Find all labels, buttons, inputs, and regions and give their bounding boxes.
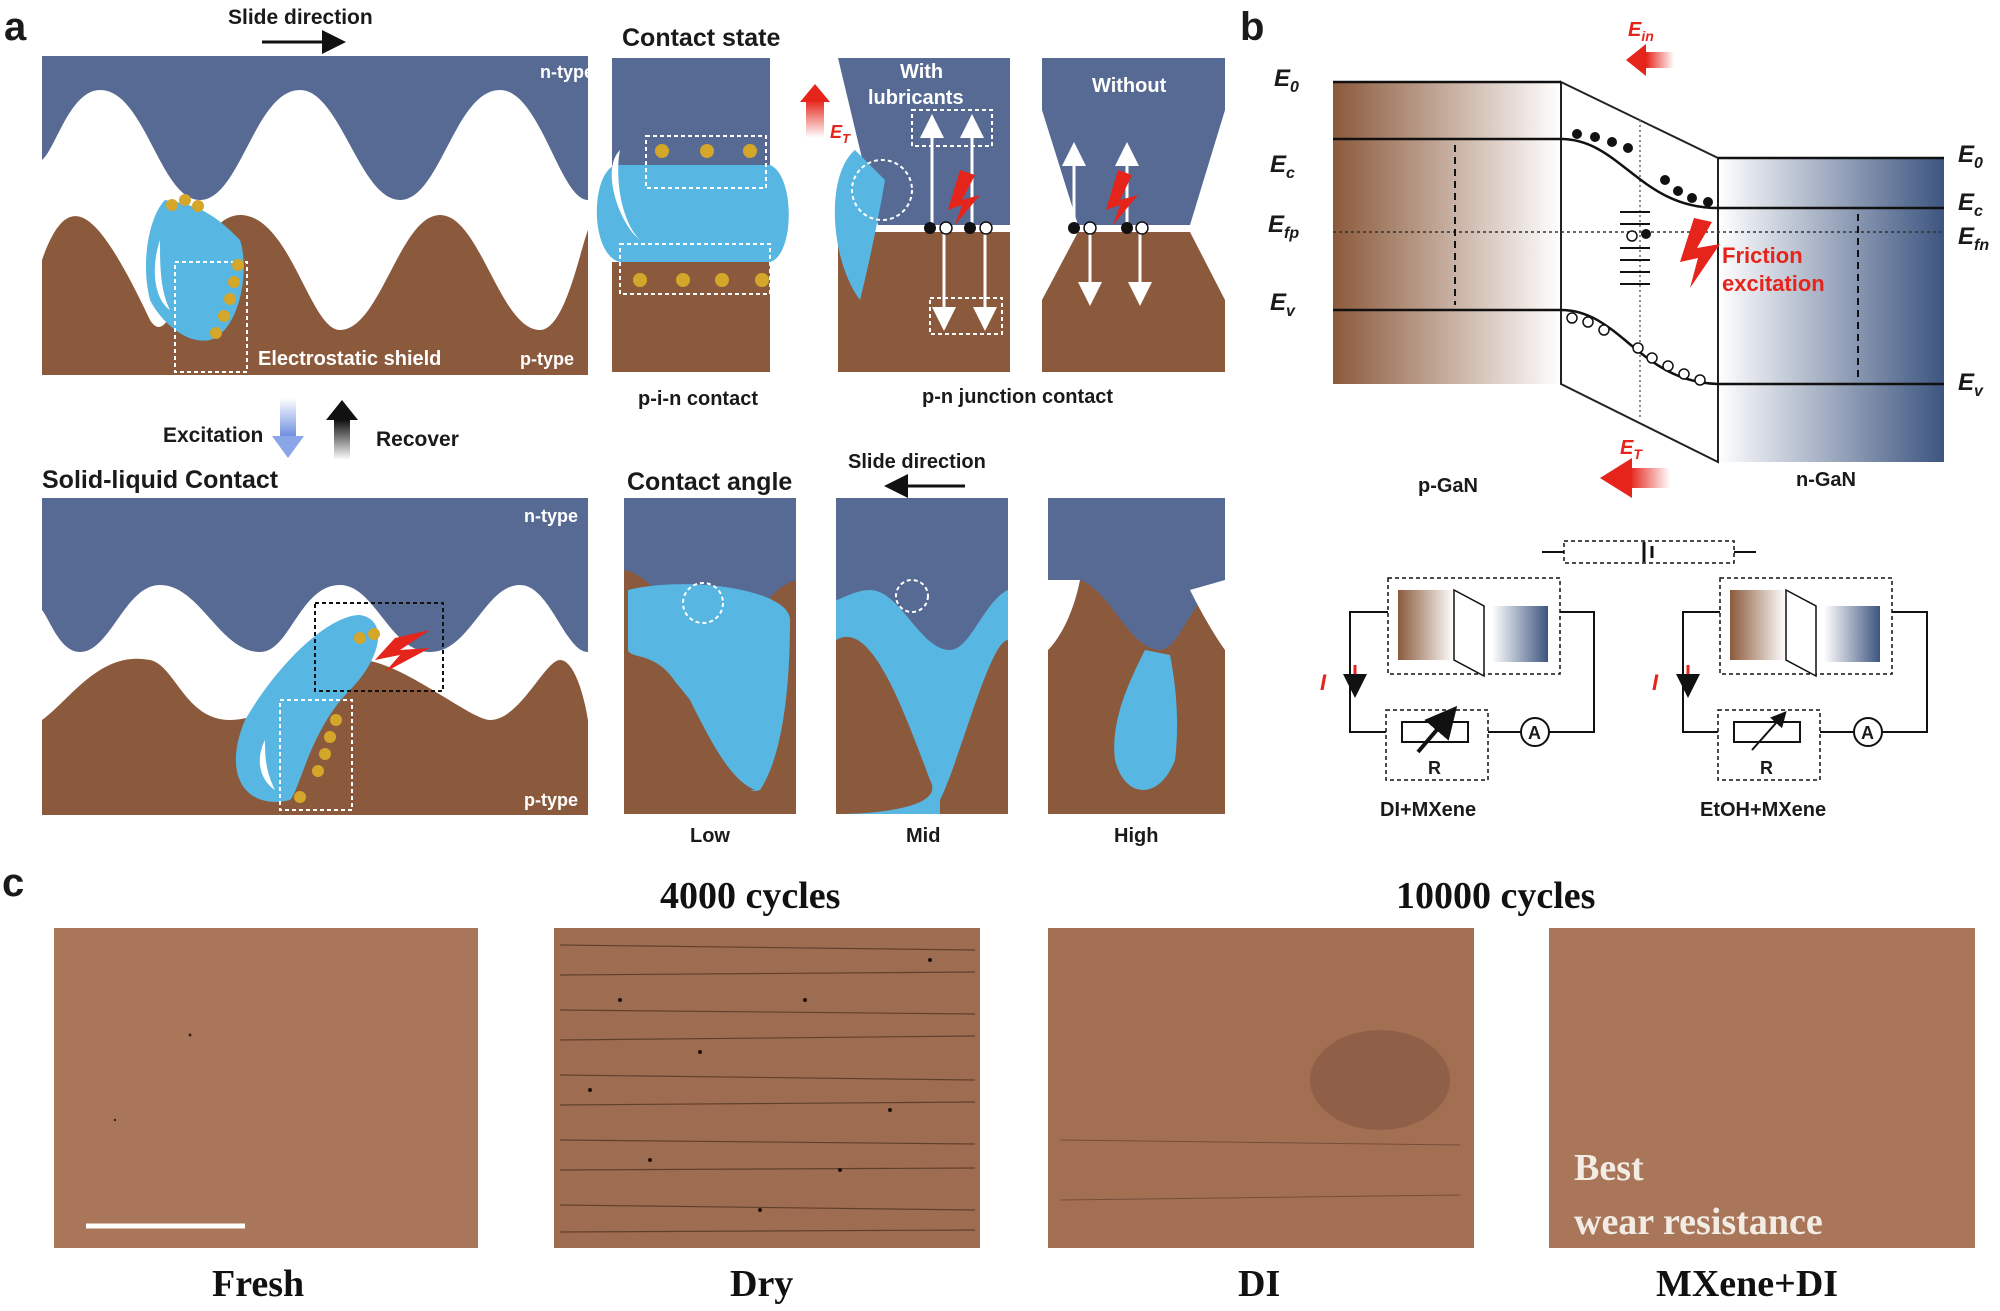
ein-arrow-head bbox=[1626, 44, 1646, 76]
ein-arrow-shaft bbox=[1646, 52, 1674, 68]
n-gan-block bbox=[1718, 158, 1944, 462]
excitation-arrow-head bbox=[272, 436, 304, 458]
panel-a: a Slide direction n-type Electrostatic s… bbox=[4, 5, 1225, 847]
micrograph-di: DI bbox=[1048, 928, 1474, 1305]
excitation-label: Excitation bbox=[163, 424, 263, 447]
panel-b: b Ein bbox=[1240, 5, 1989, 821]
recover-arrow-head bbox=[326, 400, 358, 420]
with-lubricants-1: With bbox=[900, 61, 943, 83]
excitation-arrow-shaft bbox=[280, 398, 296, 436]
ev-left: Ev bbox=[1270, 289, 1296, 320]
resistor-right: R bbox=[1760, 758, 1773, 778]
current-right: I bbox=[1652, 670, 1659, 695]
with-lubricants-2: lubricants bbox=[868, 87, 964, 109]
et-arrow-head bbox=[800, 84, 830, 102]
fresh-label: Fresh bbox=[212, 1263, 304, 1305]
high-label: High bbox=[1114, 825, 1158, 847]
solid-liquid-title: Solid-liquid Contact bbox=[42, 466, 279, 494]
friction-bolt bbox=[1680, 218, 1720, 288]
et-arrow-shaft bbox=[806, 100, 824, 138]
p-type-lower-wave bbox=[42, 215, 588, 375]
p-gan-label: p-GaN bbox=[1418, 475, 1478, 497]
micrograph-fresh: Fresh bbox=[54, 928, 478, 1305]
contact-angle-title: Contact angle bbox=[627, 468, 792, 496]
circuit-right: A R I EtOH+MXene bbox=[1652, 577, 1928, 821]
liquid-droplet-top bbox=[145, 200, 244, 341]
circuit-left: A R I DI+MXene bbox=[1320, 577, 1595, 821]
et-label-b: ET bbox=[1620, 437, 1643, 462]
pin-contact-diagram bbox=[596, 58, 789, 372]
electrons bbox=[1572, 129, 1713, 239]
trap-levels bbox=[1620, 211, 1650, 285]
without-label: Without bbox=[1092, 75, 1167, 97]
droplet-highlight bbox=[154, 240, 170, 310]
recover-arrow-shaft bbox=[334, 420, 350, 460]
slide-direction-bottom: Slide direction bbox=[848, 451, 986, 473]
panel-c: c 4000 cycles 10000 cycles Fresh Dry bbox=[2, 861, 1975, 1305]
resistor-left: R bbox=[1428, 758, 1441, 778]
ev-right: Ev bbox=[1958, 369, 1984, 400]
shield-box bbox=[174, 261, 248, 373]
contact-angle-low: Low bbox=[624, 498, 796, 847]
holes bbox=[1566, 230, 1706, 386]
bottom-interface: n-type p-type bbox=[42, 498, 588, 815]
n-type-label-bottom: n-type bbox=[524, 506, 578, 526]
contact-angle-high: High bbox=[1048, 498, 1225, 847]
electrostatic-shield-label: Electrostatic shield bbox=[258, 348, 441, 370]
ec-left: Ec bbox=[1270, 151, 1295, 182]
pn-contact-label: p-n junction contact bbox=[922, 386, 1113, 408]
pn-with-lubricants: With lubricants bbox=[834, 58, 1010, 372]
p-type-label-bottom: p-type bbox=[524, 790, 578, 810]
cycles-4000-label: 4000 cycles bbox=[660, 875, 840, 917]
micrograph-dry: Dry bbox=[554, 928, 980, 1305]
cycles-10000-label: 10000 cycles bbox=[1396, 875, 1595, 917]
micrograph-mxene-di: Best wear resistance MXene+DI bbox=[1549, 928, 1975, 1305]
efp-label: Efp bbox=[1268, 211, 1299, 242]
contact-angle-mid: Mid bbox=[836, 498, 1008, 847]
n-gan-label: n-GaN bbox=[1796, 469, 1856, 491]
et-label-a: ET bbox=[830, 122, 851, 146]
panel-c-letter: c bbox=[2, 861, 24, 905]
panel-b-letter: b bbox=[1240, 5, 1264, 49]
efn-label: Efn bbox=[1958, 223, 1989, 254]
ein-label: Ein bbox=[1628, 19, 1654, 44]
contact-state-title: Contact state bbox=[622, 24, 780, 52]
p-type-label-top: p-type bbox=[520, 349, 574, 369]
n-type-label-top: n-type bbox=[540, 62, 594, 82]
pn-without: Without bbox=[1042, 58, 1225, 372]
ammeter-right: A bbox=[1861, 723, 1874, 743]
best-overlay: Best bbox=[1574, 1147, 1644, 1189]
friction-label-1: Friction bbox=[1722, 243, 1803, 268]
mxene-di-label: MXene+DI bbox=[1656, 1263, 1838, 1305]
charge-dots-top bbox=[166, 194, 244, 339]
wear-resistance-overlay: wear resistance bbox=[1574, 1201, 1823, 1243]
current-left: I bbox=[1320, 670, 1327, 695]
mid-label: Mid bbox=[906, 825, 940, 847]
low-label: Low bbox=[690, 825, 730, 847]
ec-right: Ec bbox=[1958, 189, 1983, 220]
p-gan-block bbox=[1333, 82, 1561, 384]
e0-left: E0 bbox=[1274, 65, 1299, 96]
battery bbox=[1542, 540, 1756, 564]
et-b-arrow-head bbox=[1600, 458, 1632, 498]
top-interface: Slide direction n-type Electrostatic shi… bbox=[42, 6, 594, 375]
dry-label: Dry bbox=[730, 1263, 793, 1305]
ammeter-left: A bbox=[1528, 723, 1541, 743]
slide-direction-top: Slide direction bbox=[228, 6, 373, 29]
circuit-left-label: DI+MXene bbox=[1380, 799, 1476, 821]
n-type-upper-wave bbox=[42, 56, 588, 200]
panel-a-letter: a bbox=[4, 5, 27, 49]
circuit-right-label: EtOH+MXene bbox=[1700, 799, 1826, 821]
recover-label: Recover bbox=[376, 428, 459, 451]
e0-right: E0 bbox=[1958, 141, 1983, 172]
di-label: DI bbox=[1238, 1263, 1280, 1305]
pin-contact-label: p-i-n contact bbox=[638, 388, 758, 410]
friction-label-2: excitation bbox=[1722, 271, 1825, 296]
et-b-arrow-shaft bbox=[1630, 468, 1670, 488]
